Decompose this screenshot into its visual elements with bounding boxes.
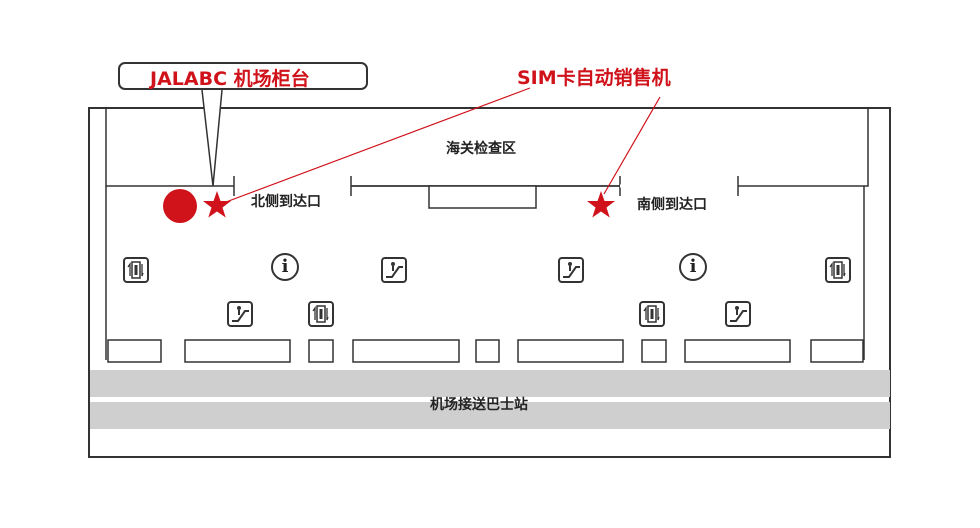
sim-machine-label: SIM卡自动销售机 [517, 67, 671, 89]
elevator-icon[interactable] [308, 301, 334, 327]
jal-counter-label: JALABC 机场柜台 [150, 68, 310, 90]
bus-lane-upper [90, 370, 890, 397]
sim-leader-line-1 [217, 87, 531, 206]
escalator-icon[interactable] [558, 257, 584, 283]
counter [641, 339, 667, 363]
customs-booth [428, 185, 537, 209]
jal-counter-callout [118, 62, 368, 90]
counter [684, 339, 791, 363]
counter [184, 339, 291, 363]
elevator-icon[interactable] [639, 301, 665, 327]
customs-area-label: 海关检查区 [446, 141, 516, 157]
bus-lane-lower [90, 402, 890, 429]
escalator-icon[interactable] [725, 301, 751, 327]
counter [352, 339, 460, 363]
escalator-icon[interactable] [381, 257, 407, 283]
elevator-icon[interactable] [123, 257, 149, 283]
counters [107, 339, 864, 363]
counter [517, 339, 624, 363]
jal-callout-pointer [201, 89, 223, 187]
counter [107, 339, 162, 363]
sim-leader-line-2 [603, 96, 661, 195]
counter [475, 339, 500, 363]
information-icon[interactable]: i [271, 253, 299, 281]
counter [308, 339, 334, 363]
counter [810, 339, 864, 363]
terminal-outline [88, 107, 891, 458]
elevator-icon[interactable] [825, 257, 851, 283]
north-exit-label: 北侧到达口 [251, 194, 321, 210]
south-exit-label: 南侧到达口 [637, 197, 707, 213]
escalator-icon[interactable] [227, 301, 253, 327]
bus-station-label: 机场接送巴士站 [430, 397, 528, 413]
jal-counter-marker[interactable] [163, 189, 197, 223]
sim-machine-star-south[interactable] [587, 191, 615, 218]
information-icon[interactable]: i [679, 253, 707, 281]
sim-machine-star-north[interactable] [203, 191, 231, 218]
